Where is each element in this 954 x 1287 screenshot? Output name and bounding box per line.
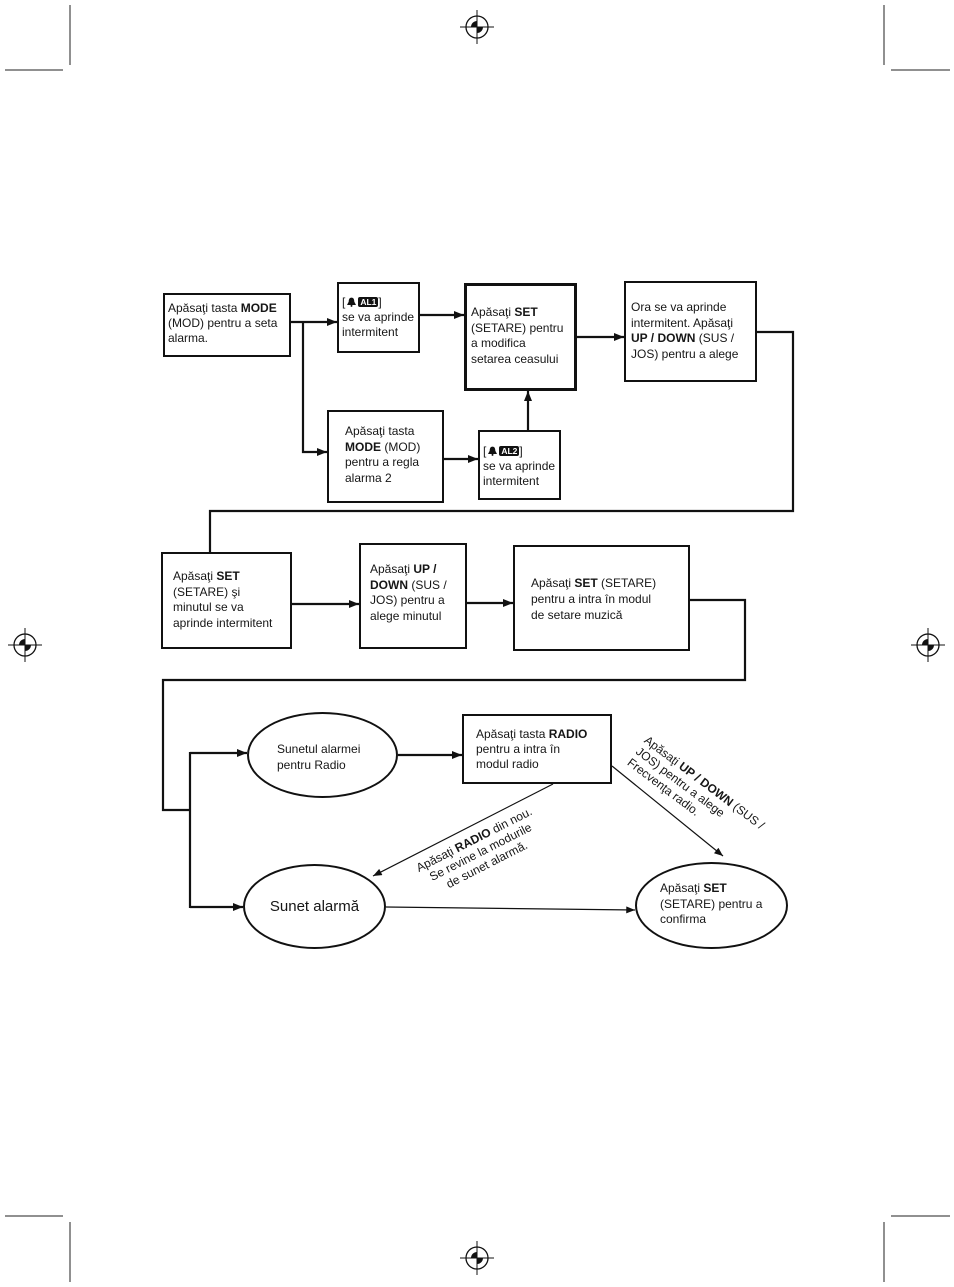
updown-minute-keyword: UP / DOWN — [370, 562, 437, 592]
hour-flash-box: Ora se va aprinde intermitent. Apăsaţi U… — [624, 281, 757, 382]
registration-mark-bottom — [460, 1241, 494, 1275]
set-confirm-keyword: SET — [703, 881, 727, 895]
alarm-sound-ellipse: Sunet alarmă — [243, 864, 386, 949]
al1-bracket-open: [ — [342, 295, 346, 309]
hour-flash-text-1: Ora se va aprinde intermitent. Apăsaţi — [631, 300, 734, 330]
set-clock-text-1: Apăsaţi — [471, 305, 515, 319]
mode-alarm2-text-2: (MOD) pentru a regla alarma 2 — [345, 439, 421, 485]
mode-alarm-keyword: MODE — [240, 301, 277, 315]
al2-box: [ AL2] se va aprinde intermitent — [478, 430, 561, 500]
al1-badge: AL1 — [358, 297, 379, 307]
hour-flash-text-2: (SUS / JOS) pentru a alege — [631, 331, 739, 361]
set-confirm-text-1: Apăsaţi — [660, 881, 704, 895]
bell-icon — [347, 297, 357, 307]
radio-key-text-1: Apăsaţi tasta — [476, 727, 549, 741]
radio-key-keyword: RADIO — [548, 727, 588, 741]
al2-bracket-close: ] — [519, 444, 523, 458]
al2-bracket-open: [ — [483, 444, 487, 458]
set-confirm-text-2: (SETARE) pentru a confirma — [660, 896, 763, 927]
registration-mark-left — [8, 628, 42, 662]
updown-minute-box: Apăsaţi UP / DOWN (SUS / JOS) pentru a a… — [359, 543, 467, 649]
hour-flash-keyword: UP / DOWN — [631, 331, 696, 345]
mode-alarm2-box: Apăsaţi tasta MODE (MOD) pentru a regla … — [327, 410, 444, 503]
set-clock-keyword: SET — [514, 305, 538, 319]
set-minute-text-2: (SETARE) şi minutul se va aprinde interm… — [173, 584, 273, 630]
radio-alarm-ellipse: Sunetul alarmei pentru Radio — [247, 712, 398, 798]
radio-key-text-2: pentru a intra în modul radio — [476, 742, 561, 771]
mode-alarm-text-1: Apăsaţi tasta — [168, 301, 241, 315]
mode-alarm2-text-1: Apăsaţi tasta — [345, 424, 415, 438]
set-music-box: Apăsaţi SET (SETARE) pentru a intra în m… — [513, 545, 690, 651]
radio-alarm-text: Sunetul alarmei pentru Radio — [277, 742, 361, 772]
connector-set-music-loop — [161, 598, 747, 812]
al1-box: [ AL1] se va aprinde intermitent — [337, 282, 420, 353]
set-clock-text-2: (SETARE) pentru a modifica setarea ceasu… — [471, 320, 564, 366]
registration-mark-top — [460, 10, 494, 44]
connector-radio-key-to-confirm — [611, 765, 724, 857]
set-minute-keyword: SET — [216, 569, 240, 583]
al1-bracket-close: ] — [378, 295, 382, 309]
set-music-text-1: Apăsaţi — [531, 576, 575, 590]
al2-badge: AL2 — [499, 446, 520, 456]
mode-alarm-text-2: (MOD) pentru a seta alarma. — [168, 316, 278, 345]
set-music-text-2: (SETARE) pentru a intra în modul de seta… — [531, 576, 657, 622]
connector-hour-to-set-minute — [208, 330, 795, 552]
connector-mode-to-mode2 — [301, 322, 327, 456]
radio-key-box: Apăsaţi tasta RADIO pentru a intra în mo… — [462, 714, 612, 784]
set-music-keyword: SET — [574, 576, 598, 590]
bell-icon — [488, 446, 498, 456]
updown-minute-text-2: (SUS / JOS) pentru a alege minutul — [370, 577, 447, 623]
al2-text: se va aprinde intermitent — [483, 459, 556, 488]
mode-alarm2-keyword: MODE — [345, 439, 381, 454]
set-confirm-ellipse: Apăsaţi SET (SETARE) pentru a confirma — [635, 862, 788, 949]
registration-mark-right — [911, 628, 945, 662]
set-minute-text-1: Apăsaţi — [173, 569, 217, 583]
set-clock-box: Apăsaţi SET (SETARE) pentru a modifica s… — [464, 283, 577, 391]
mode-alarm-box: Apăsaţi tasta MODE (MOD) pentru a seta a… — [163, 293, 291, 357]
connector-radio-key-to-alarm-sound — [372, 783, 554, 877]
set-minute-box: Apăsaţi SET (SETARE) şi minutul se va ap… — [161, 552, 292, 649]
updown-minute-text-1: Apăsaţi — [370, 562, 414, 576]
al1-text: se va aprinde intermitent — [342, 310, 415, 339]
alarm-sound-text: Sunet alarmă — [269, 897, 360, 915]
connector-alarm-sound-to-confirm — [385, 906, 636, 914]
